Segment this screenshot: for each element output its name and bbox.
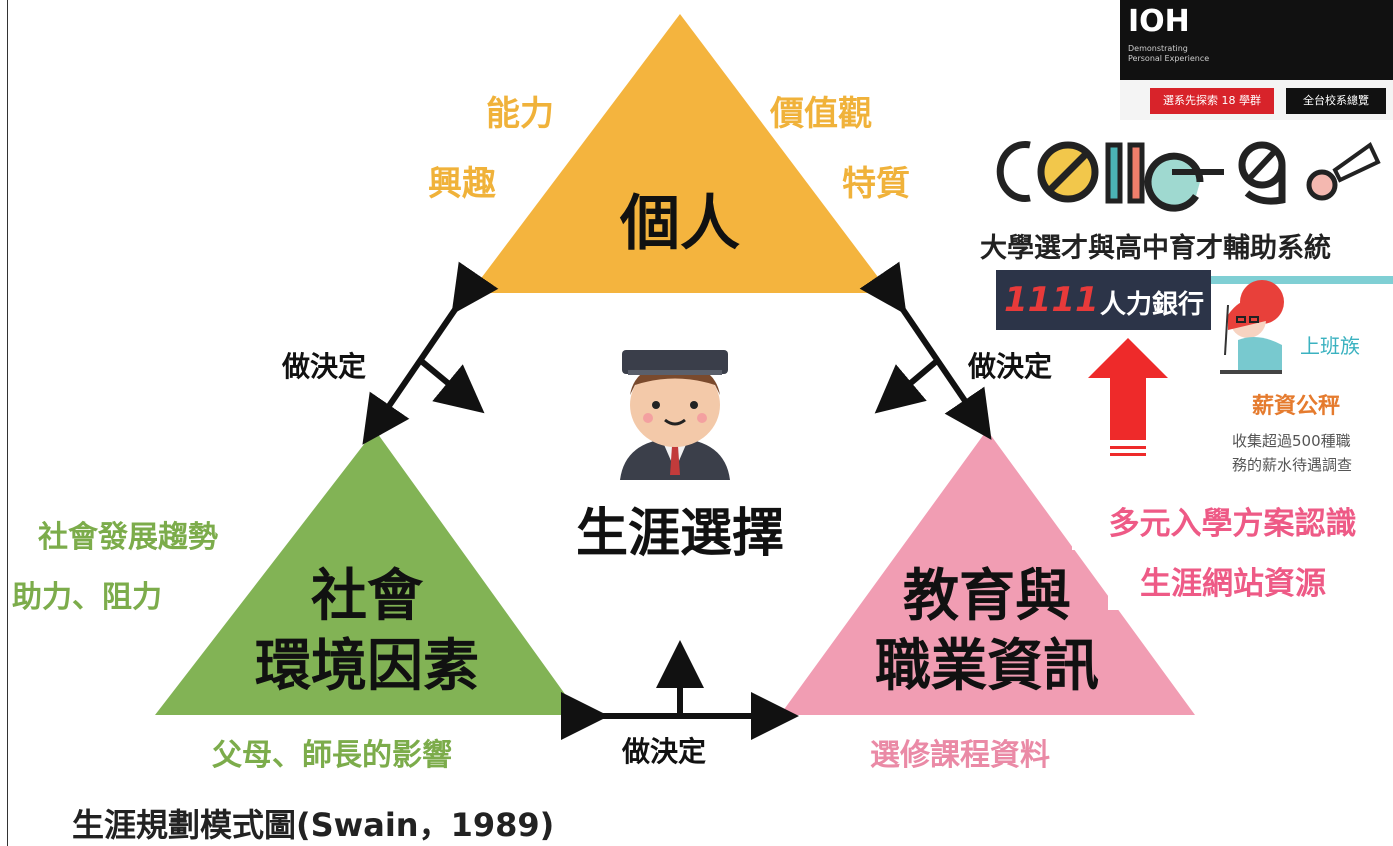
social-label-2: 環境因素 xyxy=(255,634,479,699)
worker-icon xyxy=(1220,280,1284,374)
left-decide-tick xyxy=(418,357,485,414)
worker-label: 上班族 xyxy=(1300,334,1360,358)
admission-methods-link[interactable]: 多元入學方案認識 xyxy=(1072,498,1393,550)
teal-stripe xyxy=(1200,276,1393,284)
red-arrow xyxy=(1088,338,1168,456)
right-decide-arrow xyxy=(859,261,992,440)
caption: 生涯規劃模式圖(Swain，1989) xyxy=(72,806,555,844)
salary-title: 薪資公秤 xyxy=(1252,394,1341,419)
right-decide-tick xyxy=(874,357,940,414)
trait-ability: 能力 xyxy=(486,94,554,134)
bank-banner[interactable]: 1111 人力銀行 xyxy=(996,270,1211,330)
trait-values: 價值觀 xyxy=(770,94,872,134)
trait-help-resist: 助力、阻力 xyxy=(12,580,162,615)
salary-desc-1: 收集超過500種職 xyxy=(1232,432,1351,450)
center-label: 生涯選擇 xyxy=(575,504,784,564)
trait-parents-teachers: 父母、師長的影響 xyxy=(212,738,452,773)
education-triangle xyxy=(780,430,1195,715)
personal-label: 個人 xyxy=(620,189,740,259)
ioh-tagline-1: Demonstrating xyxy=(1128,44,1188,53)
bank-name: 人力銀行 xyxy=(1100,290,1205,320)
page-border-line xyxy=(7,0,8,846)
career-website-link[interactable]: 生涯網站資源 xyxy=(1108,558,1358,610)
trait-interest: 興趣 xyxy=(428,164,496,204)
personal-triangle xyxy=(470,14,890,293)
ioh-tagline-2: Personal Experience xyxy=(1128,54,1210,63)
collego-subtitle: 大學選才與高中育才輔助系統 xyxy=(980,233,1331,264)
collego-logo xyxy=(996,141,1381,212)
trait-character: 特質 xyxy=(842,164,910,204)
salary-desc-2: 務的薪水待遇調查 xyxy=(1232,456,1353,474)
bank-number: 1111 xyxy=(1004,280,1099,320)
decide-label-right: 做決定 xyxy=(968,350,1053,383)
social-triangle xyxy=(155,430,580,715)
social-label-1: 社會 xyxy=(311,564,423,629)
graduate-icon xyxy=(620,350,730,480)
decide-label-left: 做決定 xyxy=(282,350,367,383)
education-label-1: 教育與 xyxy=(903,564,1071,629)
ioh-logo-block: IOH Demonstrating Personal Experience xyxy=(1120,0,1393,80)
education-label-2: 職業資訊 xyxy=(875,634,1099,699)
decide-label-bottom: 做決定 xyxy=(622,735,707,768)
ioh-explore-button[interactable]: 選系先探索 18 學群 xyxy=(1150,88,1274,114)
trait-social-trend: 社會發展趨勢 xyxy=(38,520,218,555)
ioh-logo: IOH xyxy=(1128,4,1190,39)
trait-elective-courses: 選修課程資料 xyxy=(870,738,1050,773)
ioh-all-schools-button[interactable]: 全台校系總覽 xyxy=(1286,88,1386,114)
